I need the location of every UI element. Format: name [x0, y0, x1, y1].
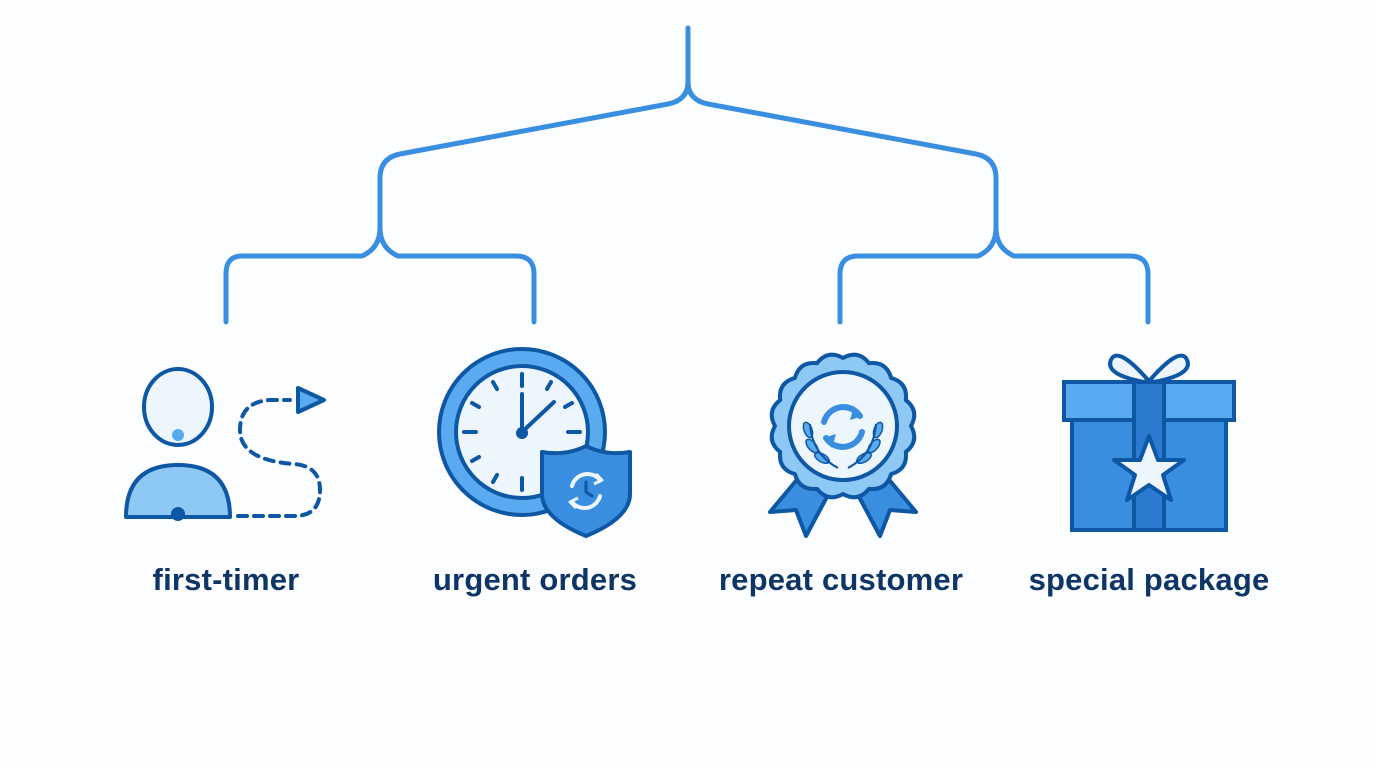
node-label-urgent-orders: urgent orders	[432, 562, 638, 597]
gift-box-icon	[1062, 353, 1236, 532]
award-badge-icon	[768, 352, 918, 538]
clock-shield-icon	[437, 347, 632, 538]
root-line	[223, 25, 691, 325]
person-path-icon	[124, 367, 326, 521]
node-label-repeat-customer: repeat customer	[718, 562, 964, 597]
branch-left	[377, 225, 537, 325]
node-label-special-package: special package	[1028, 562, 1270, 597]
branch-right	[993, 225, 1151, 325]
branch-right-root	[685, 79, 999, 325]
node-label-first-timer: first-timer	[152, 562, 300, 597]
